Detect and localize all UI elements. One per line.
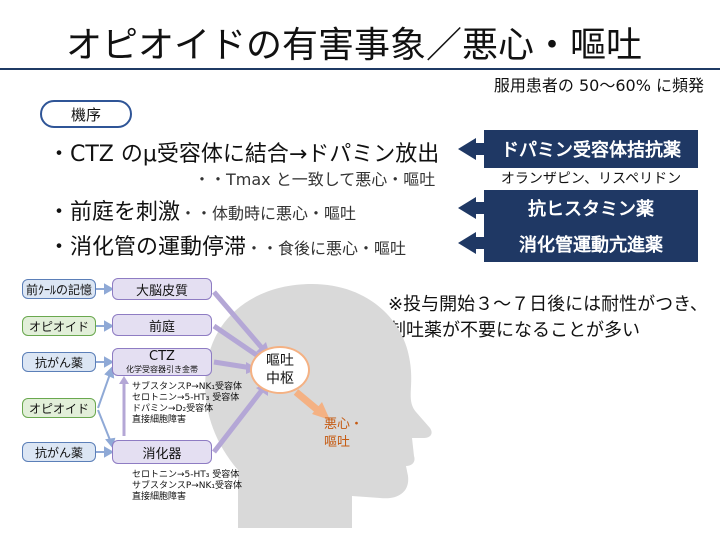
bullet-vestibular-sub: ・・体動時に悪心・嘔吐 [180,204,357,223]
gi-receptor: セロトニン→5-HT₃ 受容体 [132,470,240,480]
drug-antihistamine: 抗ヒスタミン薬 [484,190,698,226]
ctz-receptor-list: サブスタンスP→NK₁受容体 セロトニン→5-HT₃ 受容体 ドパミン→D₂受容… [132,382,242,426]
nausea-outcome: 悪心・ 嘔吐 [324,416,363,452]
orange-arrow [293,389,323,415]
source-opioid: オピオイド [22,398,96,418]
bullet-gi-text: ・消化管の運動停滞 [48,235,247,260]
vomiting-center-line1: 嘔吐 [266,353,294,369]
target-gi: 消化器 [112,440,212,464]
page-title: オピオイドの有害事象／悪心・嘔吐 [66,25,643,66]
tolerance-note: ※投与開始３～７日後には耐性がつき、制吐薬が不要になることが多い [388,294,708,341]
bullet-vestibular-text: ・前庭を刺激 [48,200,181,225]
gi-receptor: 直接細胞障害 [132,492,187,502]
target-ctz: CTZ 化学受容器引き金帯 [112,348,212,376]
arrow-to-ctz [458,138,486,160]
purple-arrows [212,290,264,454]
source-opioid-vestibular: オピオイド [22,316,96,336]
arrow-to-vestibular [458,197,486,219]
drug-dopamine-antagonist: ドパミン受容体拮抗薬 [484,130,698,168]
ctz-receptor: 直接細胞障害 [132,415,187,425]
gi-receptor: サブスタンスP→NK₁受容体 [132,481,243,491]
source-anticancer-ctz: 抗がん薬 [22,352,96,372]
target-vestibular: 前庭 [112,314,212,336]
vomiting-center: 嘔吐 中枢 [250,346,310,394]
subtitle: 服用患者の 50〜60% に頻発 [493,76,704,95]
target-cerebral-cortex: 大脳皮質 [112,278,212,300]
target-ctz-sub: 化学受容器引き金帯 [126,365,198,374]
target-gi-label: 消化器 [142,446,182,462]
gi-receptor-list: セロトニン→5-HT₃ 受容体 サブスタンスP→NK₁受容体 直接細胞障害 [132,470,242,503]
source-arrows [96,283,116,458]
bullet-ctz-sub: ・・Tmax と一致して悪心・嘔吐 [194,170,436,189]
bullet-gi-sub: ・・食後に悪心・嘔吐 [246,239,407,258]
drug-dopamine-examples: オランザピン、リスペリドン [500,171,682,187]
bullet-ctz: ・CTZ のμ受容体に結合→ドパミン放出 [48,142,440,167]
bullet-vestibular: ・前庭を刺激・・体動時に悪心・嘔吐 [48,194,356,226]
vomiting-center-line2: 中枢 [266,371,294,387]
ctz-receptor: ドパミン→D₂受容体 [132,404,214,414]
drug-prokinetic: 消化管運動亢進薬 [484,226,698,262]
target-vestibular-label: 前庭 [148,319,175,335]
mechanism-badge: 機序 [40,100,132,128]
title-divider [0,68,720,70]
nausea-outcome-line2: 嘔吐 [324,435,351,450]
source-anticancer-gi: 抗がん薬 [22,442,96,462]
arrow-to-gi [458,232,486,254]
orange-arrowhead [312,402,330,420]
source-memory: 前ｸｰﾙの記憶 [22,279,96,299]
nausea-outcome-line1: 悪心・ [324,417,364,432]
target-ctz-label: CTZ [149,349,175,364]
bullet-gi: ・消化管の運動停滞・・食後に悪心・嘔吐 [48,229,406,261]
ctz-receptor: サブスタンスP→NK₁受容体 [132,382,243,392]
target-cerebral-cortex-label: 大脳皮質 [135,283,188,299]
ctz-receptor: セロトニン→5-HT₃ 受容体 [132,393,240,403]
